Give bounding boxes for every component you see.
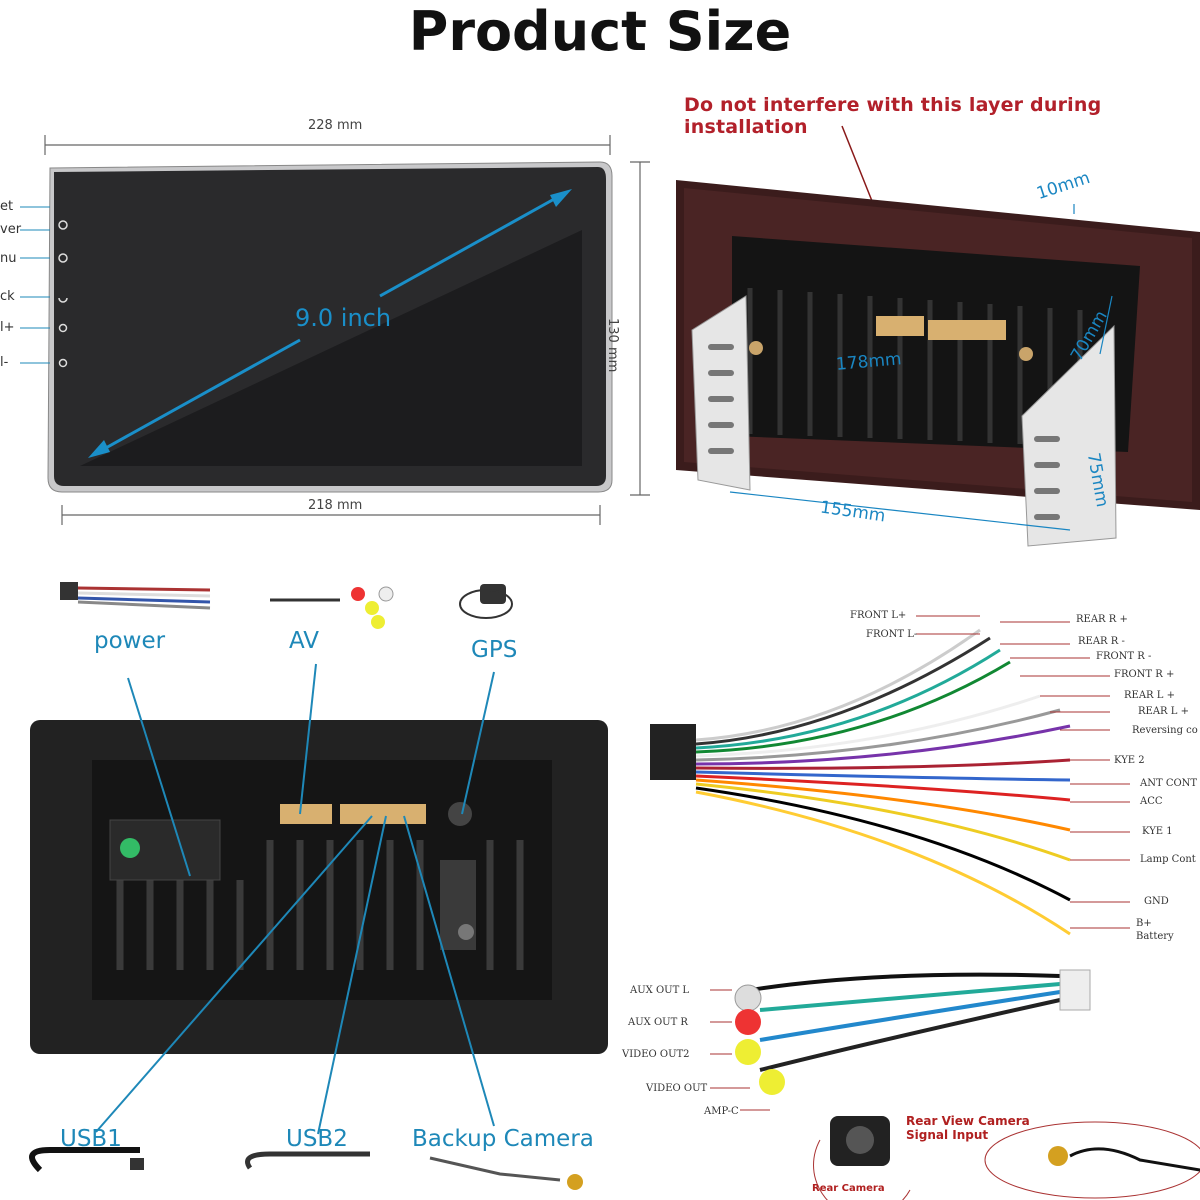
wire-label-acc: ACC — [1140, 796, 1163, 807]
mounting-diagram — [676, 125, 1200, 547]
accessory-gps-label: GPS — [471, 637, 518, 663]
side-label-reset: et — [0, 199, 14, 214]
wire-label-kye2: KYE 2 — [1114, 755, 1145, 766]
side-label-back: ck — [0, 289, 15, 304]
wire-label-battery: Battery — [1136, 931, 1174, 942]
accessory-usb2-label: USB2 — [286, 1126, 348, 1152]
wire-label-b-plus: B+ — [1136, 918, 1152, 929]
av-label-aux-out-r: AUX OUT R — [628, 1017, 688, 1028]
wire-label-rear-l-plus-2: REAR L + — [1138, 706, 1189, 717]
side-label-vol-up: l+ — [0, 320, 15, 335]
wire-label-front-r-minus: FRONT R - — [1096, 651, 1152, 662]
av-label-amp-c: AMP-C — [704, 1106, 739, 1117]
height-label: 130 mm — [605, 318, 620, 373]
wire-label-front-l-plus: FRONT L+ — [850, 610, 907, 621]
accessory-power-label: power — [94, 628, 166, 654]
wire-label-rear-r-plus: REAR R + — [1076, 614, 1128, 625]
camera-signal-label: Rear View Camera Signal Input — [906, 1114, 1030, 1142]
width-top-label: 228 mm — [308, 118, 363, 133]
front-panel-diagram — [20, 135, 650, 525]
accessory-usb1-label: USB1 — [60, 1126, 122, 1152]
accessory-av-label: AV — [289, 628, 319, 654]
side-label-power: ver — [0, 222, 22, 237]
wire-label-kye1: KYE 1 — [1142, 826, 1173, 837]
wire-label-front-l-minus: FRONT L- — [866, 629, 918, 640]
wire-label-front-r-plus: FRONT R + — [1114, 669, 1175, 680]
install-warning: Do not interfere with this layer during … — [684, 94, 1102, 138]
av-label-video-out: VIDEO OUT — [646, 1083, 708, 1094]
wire-label-rear-r-minus: REAR R - — [1078, 636, 1125, 647]
rear-camera-label: Rear Camera — [812, 1183, 885, 1194]
wire-label-gnd: GND — [1144, 896, 1169, 907]
accessory-backup-camera-label: Backup Camera — [412, 1126, 594, 1152]
side-label-menu: nu — [0, 251, 17, 266]
width-bottom-label: 218 mm — [308, 498, 363, 513]
page-title: Product Size — [408, 0, 792, 63]
diagonal-label: 9.0 inch — [295, 304, 392, 332]
wiring-harness-diagram — [650, 615, 1200, 1200]
side-label-vol-down: l- — [0, 355, 9, 370]
av-label-aux-out-l: AUX OUT L — [630, 985, 690, 996]
back-panel-diagram — [29, 582, 608, 1190]
wire-label-rear-l-plus-1: REAR L + — [1124, 690, 1175, 701]
wire-label-lamp-cont: Lamp Cont — [1140, 854, 1196, 865]
wire-label-ant-cont: ANT CONT — [1140, 778, 1198, 789]
av-label-video-out2: VIDEO OUT2 — [622, 1049, 690, 1060]
wire-label-reversing: Reversing co — [1132, 725, 1198, 736]
